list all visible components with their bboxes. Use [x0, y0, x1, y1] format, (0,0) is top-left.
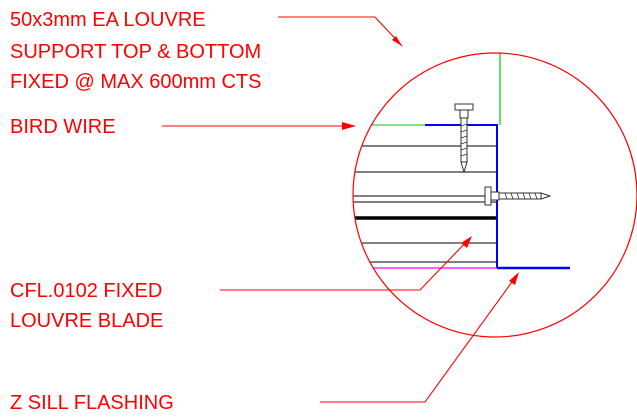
sill-leader — [320, 272, 519, 403]
detail-contents — [353, 53, 570, 270]
vertical-screw-icon — [454, 103, 474, 174]
blade-label-line2: LOUVRE BLADE — [10, 310, 163, 332]
support-label-line2: SUPPORT TOP & BOTTOM — [10, 41, 261, 63]
horizontal-screw-icon — [484, 186, 552, 206]
bird-wire-label: BIRD WIRE — [10, 116, 116, 138]
support-label-line3: FIXED @ MAX 600mm CTS — [10, 71, 261, 93]
blade-label-line1: CFL.0102 FIXED — [10, 280, 162, 302]
support-label-line1: 50x3mm EA LOUVRE — [10, 9, 206, 31]
support-leader — [278, 16, 403, 47]
bird-wire-leader — [162, 122, 356, 130]
sill-flashing-label: Z SILL FLASHING — [10, 392, 174, 414]
detail-circle — [352, 52, 637, 338]
annotation-texts: 50x3mm EA LOUVRE SUPPORT TOP & BOTTOM FI… — [10, 9, 261, 414]
blade-leader — [220, 236, 472, 291]
angle-support — [353, 53, 501, 125]
frame-top — [425, 124, 498, 268]
